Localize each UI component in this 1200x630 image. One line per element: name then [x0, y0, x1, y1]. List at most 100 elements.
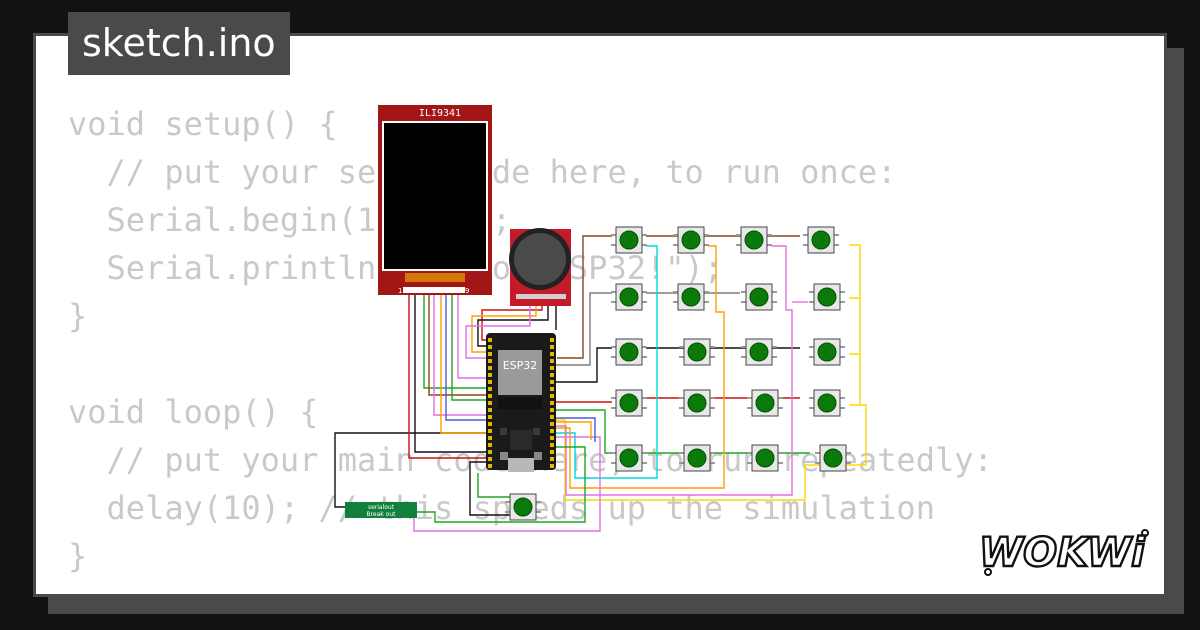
button-cap [823, 448, 843, 468]
boot-button[interactable] [534, 452, 542, 460]
push-button[interactable] [803, 226, 839, 254]
esp32-pin [550, 338, 554, 342]
push-button[interactable] [679, 444, 715, 472]
push-button[interactable] [741, 338, 777, 366]
wokwi-logo-text: WOKWi [979, 530, 1146, 576]
esp32-pin [550, 359, 554, 363]
push-button[interactable] [673, 283, 709, 311]
push-button[interactable] [736, 226, 772, 254]
esp32-pin [550, 464, 554, 468]
esp32-pin [550, 401, 554, 405]
display-screen [384, 123, 486, 269]
wire [556, 409, 612, 454]
push-button[interactable] [747, 444, 783, 472]
ili9341-display[interactable]: ILI9341 1 9 [378, 105, 492, 295]
code-line-7: void loop() { [68, 393, 319, 431]
push-button[interactable] [809, 338, 845, 366]
wire [477, 300, 549, 347]
wire [334, 432, 490, 508]
filename-tab[interactable]: sketch.ino [68, 12, 290, 75]
wire [417, 446, 586, 523]
esp32-pin [550, 387, 554, 391]
esp32-pin [488, 450, 492, 454]
esp32-pin [488, 345, 492, 349]
solo-push-button[interactable] [505, 493, 541, 521]
esp32-pin [488, 436, 492, 440]
push-button[interactable] [673, 226, 709, 254]
wire [471, 300, 537, 353]
esp32-pin [488, 401, 492, 405]
esp32-pin [488, 429, 492, 433]
button-cap [817, 393, 837, 413]
esp32-pin [488, 366, 492, 370]
wokwi-logo: WOKWi [978, 529, 1149, 577]
wire [477, 473, 510, 498]
esp32-pin [488, 359, 492, 363]
wire [556, 417, 596, 442]
breakout-label-2: Break out [366, 511, 396, 518]
push-button[interactable] [505, 493, 541, 521]
code-line-10: } [68, 537, 88, 575]
wire [457, 295, 490, 379]
breakout-label-1: serialout [368, 504, 395, 511]
esp32-pin-headers [488, 338, 554, 468]
push-button-grid[interactable] [611, 226, 851, 472]
esp32-shield [498, 350, 542, 395]
code-line-1: void setup() { [68, 105, 338, 143]
esp32-pin [488, 380, 492, 384]
esp32-pin [488, 415, 492, 419]
esp32-pin [550, 450, 554, 454]
push-button[interactable] [611, 389, 647, 417]
wire [451, 295, 490, 401]
button-cap [619, 287, 639, 307]
usb-port[interactable] [508, 458, 534, 472]
wire [481, 300, 543, 341]
wire [433, 295, 490, 416]
esp32-pin [488, 443, 492, 447]
button-cap [749, 287, 769, 307]
esp32-pin [550, 373, 554, 377]
esp32-pin [550, 352, 554, 356]
button-cap [619, 448, 639, 468]
wire [556, 421, 592, 440]
esp32-pin [550, 415, 554, 419]
push-button[interactable] [679, 389, 715, 417]
push-button[interactable] [611, 226, 647, 254]
button-cap [687, 448, 707, 468]
esp32-pin [550, 345, 554, 349]
en-button[interactable] [500, 452, 508, 460]
wire [556, 245, 725, 489]
wire [408, 295, 490, 459]
wire [440, 295, 490, 434]
esp32-pin [550, 436, 554, 440]
wire [553, 292, 612, 366]
push-button[interactable] [809, 283, 845, 311]
esp32-pin [488, 394, 492, 398]
serialout-breakout[interactable]: serialout Break out [345, 502, 417, 518]
button-cap [817, 287, 837, 307]
joystick-knob[interactable] [514, 233, 566, 285]
esp32-pin [488, 422, 492, 426]
push-button[interactable] [611, 338, 647, 366]
push-button[interactable] [809, 389, 845, 417]
push-button[interactable] [815, 444, 851, 472]
esp32-pin [488, 352, 492, 356]
button-cap [681, 230, 701, 250]
button-cap [744, 230, 764, 250]
push-button[interactable] [747, 389, 783, 417]
button-cap [687, 393, 707, 413]
push-button[interactable] [611, 444, 647, 472]
push-button[interactable] [679, 338, 715, 366]
push-button[interactable] [611, 283, 647, 311]
push-button[interactable] [741, 283, 777, 311]
wire [553, 347, 612, 383]
esp32-pin [488, 373, 492, 377]
esp32-pin [488, 457, 492, 461]
code-line-5: } [68, 297, 88, 335]
esp32-board[interactable]: ESP32 [486, 333, 556, 472]
esp32-pin [550, 366, 554, 370]
esp32-pin [488, 464, 492, 468]
esp32-pin [550, 394, 554, 398]
joystick-module[interactable] [509, 228, 571, 306]
